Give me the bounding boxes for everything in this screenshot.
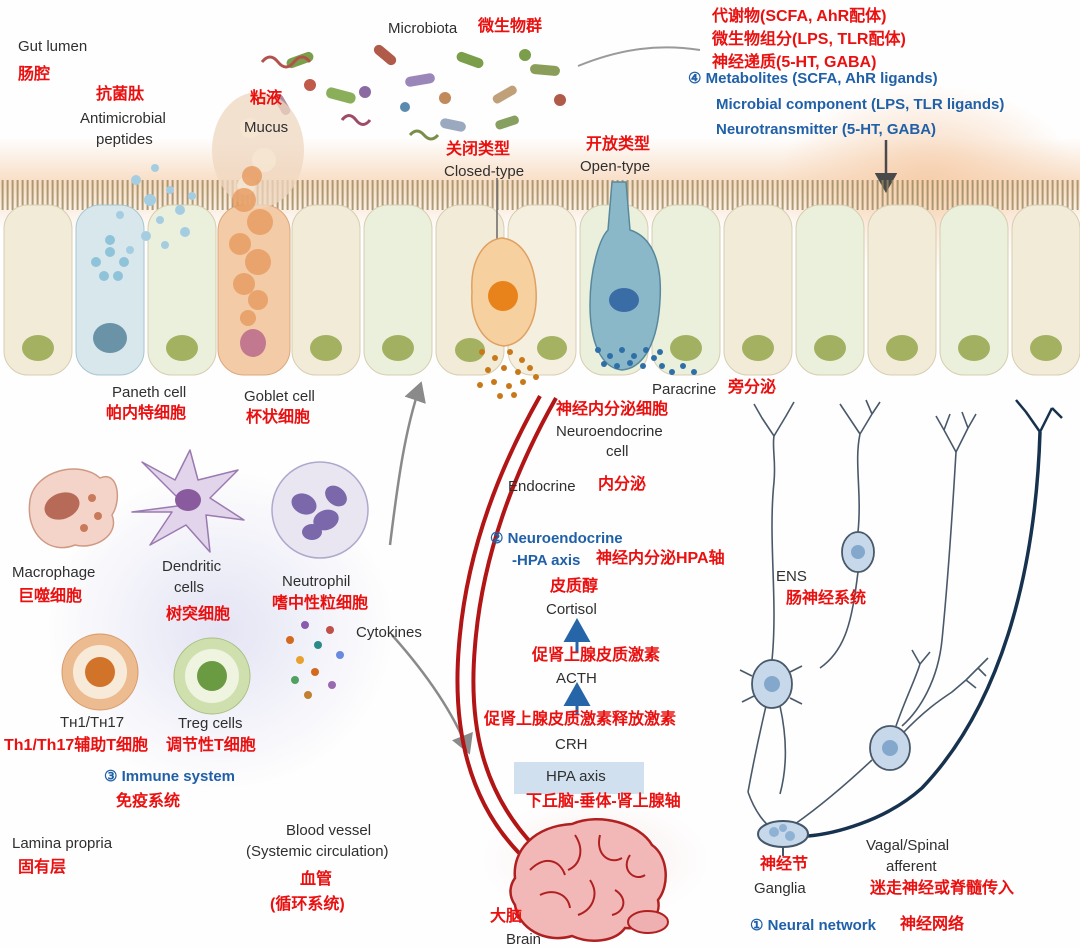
treg-cell-shape [173,637,251,715]
neurotransmitter-label-zh: 神经递质(5-HT, GABA) [712,54,877,71]
immune-cells [28,449,369,715]
acth-label-zh: 促肾上腺皮质激素 [532,647,661,664]
mucus-label-zh: 粘液 [250,90,283,107]
neuroendocrine-hpa-label-en1: ② Neuroendocrine [490,530,623,547]
mucus-label-en: Mucus [244,119,289,136]
treg-cells-label-zh: 调节性T细胞 [166,737,256,754]
brain-label-zh: 大脑 [490,908,523,925]
cytokines-label: Cytokines [356,624,422,641]
neuroendocrine-label-en1: Neuroendocrine [556,423,663,440]
immune-system-label-zh: 免疫系统 [116,793,181,810]
gut-lumen-label-zh: 肠腔 [18,66,51,83]
endocrine-label-zh: 内分泌 [598,476,647,493]
vagal-nerve-shape [807,399,1063,838]
paracrine-label-zh: 旁分泌 [728,379,777,396]
cortisol-label-zh: 皮质醇 [550,578,599,595]
goblet-cell-label-en: Goblet cell [244,388,315,405]
paracrine-granules [595,347,697,375]
th-cells-label-en: Tʜ1/Tʜ17 [60,714,125,731]
open-type-label-zh: 开放类型 [586,136,651,153]
antimicrobial-label-en1: Antimicrobial [80,110,166,127]
cortisol-label-en: Cortisol [546,601,597,618]
closed-type-label-en: Closed-type [444,163,525,180]
neural-network-label-zh: 神经网络 [900,916,965,933]
neutrophil-label-en: Neutrophil [282,573,351,590]
gut-lumen-label-en: Gut lumen [18,38,88,55]
acth-label-en: ACTH [556,670,597,687]
crh-label-en: CRH [555,736,588,753]
epithelial-nuclei [22,335,1062,362]
neurotransmitter-label-en: Neurotransmitter (5-HT, GABA) [716,121,937,138]
open-type-label-en: Open-type [580,158,651,175]
open-type-cell-shape [589,181,697,375]
ens-neurons [739,399,989,829]
endocrine-label-en: Endocrine [508,478,576,495]
microbial-component-label-zh: 微生物组分(LPS, TLR配体) [712,31,906,48]
crh-label-zh: 促肾上腺皮质激素释放激素 [484,711,677,728]
hpa-axis-highlight-box [514,762,644,794]
microbiota-label-zh: 微生物群 [478,18,543,35]
brain-shape [509,818,669,942]
epithelium-layer [0,92,1080,399]
neural-network-label-en: ① Neural network [750,917,876,934]
microbiota-bacteria-icons [260,44,566,141]
neutrophil-shape [271,461,369,559]
paneth-cell-label-zh: 帕内特细胞 [106,405,187,422]
ganglia-shape [757,820,809,856]
neutrophil-label-zh: 嗜中性粒细胞 [272,595,369,612]
goblet-cell-shape [212,92,304,376]
endocrine-granules [477,349,539,399]
neuroendocrine-label-zh: 神经内分泌细胞 [556,401,669,418]
hpa-axis-elements [514,618,644,794]
macrophage-label-zh: 巨噬细胞 [18,588,83,605]
immune-system-label-en: ③ Immune system [104,768,235,785]
ganglia-label-en: Ganglia [754,880,806,897]
paracrine-label-en: Paracrine [652,381,717,398]
lamina-propria-label-zh: 固有层 [18,859,67,876]
immune-to-epithelium-arrow [388,381,426,546]
metabolites-label-zh: 代谢物(SCFA, AhR配体) [712,8,887,25]
vagal-label-en1: Vagal/Spinal [866,837,950,854]
dendritic-cell-shape [131,449,245,553]
closed-type-label-zh: 关闭类型 [446,141,511,158]
neuroendocrine-label-en2: cell [606,443,629,460]
cerebellum-shape [627,910,669,934]
antimicrobial-label-en2: peptides [96,131,153,148]
hpa-axis-label-en: HPA axis [546,768,606,785]
microbiota-label-en: Microbiota [388,20,458,37]
paneth-cell-label-en: Paneth cell [112,384,187,401]
cytokines-dots [286,621,344,699]
neuroendocrine-hpa-label-en2: -HPA axis [512,552,581,569]
vagal-label-zh: 迷走神经或脊髓传入 [870,880,1015,897]
blood-vessel-shape [455,395,558,855]
goblet-cell-label-zh: 杯状细胞 [246,409,311,426]
brain-label-en: Brain [506,931,542,948]
macrophage-shape [28,468,119,549]
neuroendocrine-hpa-label-zh: 神经内分泌HPA轴 [596,550,725,567]
blood-vessel-label-zh1: 血管 [300,871,333,888]
blood-vessel-label-en2: (Systemic circulation) [246,843,389,860]
th-cell-shape [61,633,139,711]
th-cells-label-zh: Th1/Th17辅助T细胞 [4,737,149,754]
blood-vessel-label-en1: Blood vessel [286,822,372,839]
dendritic-label-en2: cells [174,579,205,596]
ens-label-en: ENS [776,568,807,585]
antimicrobial-secretion-dots [116,164,196,254]
ens-label-zh: 肠神经系统 [786,590,867,607]
vagal-label-en2: afferent [886,858,937,875]
hpa-axis-label-zh: 下丘脑-垂体-肾上腺轴 [526,793,681,810]
lamina-propria-label-en: Lamina propria [12,835,113,852]
dendritic-label-zh: 树突细胞 [166,606,231,623]
closed-type-cell-shape [471,178,539,399]
metabolites-label-en: ④ Metabolites (SCFA, AhR ligands) [688,70,938,87]
paneth-cell-shape [75,164,196,376]
treg-cells-label-en: Treg cells [178,715,243,732]
blood-vessel-label-zh2: (循环系统) [270,896,345,913]
ganglia-label-zh: 神经节 [760,856,809,873]
macrophage-label-en: Macrophage [12,564,96,581]
microbial-component-label-en: Microbial component (LPS, TLR ligands) [716,96,1005,113]
dendritic-label-en1: Dendritic [162,558,222,575]
antimicrobial-label-zh: 抗菌肽 [96,86,145,103]
